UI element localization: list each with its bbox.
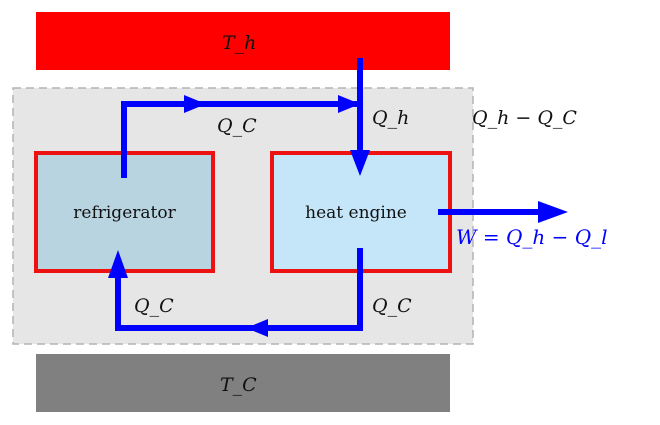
qc-top-flow-arrowhead <box>184 95 206 113</box>
qc-bottom-flow-arrowhead <box>246 319 268 337</box>
qh-flow-arrowhead <box>350 150 370 176</box>
qc-top-flow-line <box>121 101 360 178</box>
qc-left-label: Q_C <box>134 295 174 317</box>
refrigerator-label: refrigerator <box>73 203 176 223</box>
hot-reservoir <box>36 12 450 70</box>
qc-left-flow-arrowhead <box>108 250 128 278</box>
hot-reservoir-symbol: T_h <box>222 32 256 54</box>
net-heat-label: Q_h − Q_C <box>472 107 577 129</box>
work-flow-arrowhead <box>538 201 568 223</box>
heat-engine-label: heat engine <box>305 203 407 223</box>
cold-reservoir-symbol: T_C <box>220 374 257 396</box>
qh-in-label: Q_h <box>372 107 409 129</box>
work-label: W = Q_h − Q_l <box>456 225 608 249</box>
qc-top-flow-arrowhead-end <box>338 95 360 113</box>
qc-top-label: Q_C <box>217 115 257 137</box>
cold-reservoir <box>36 354 450 412</box>
cold-reservoir-label: T_C <box>220 374 257 396</box>
qc-right-label: Q_C <box>372 295 412 317</box>
qc-bottom-flow-line <box>115 248 363 331</box>
hot-reservoir-label: T_h <box>222 32 256 54</box>
